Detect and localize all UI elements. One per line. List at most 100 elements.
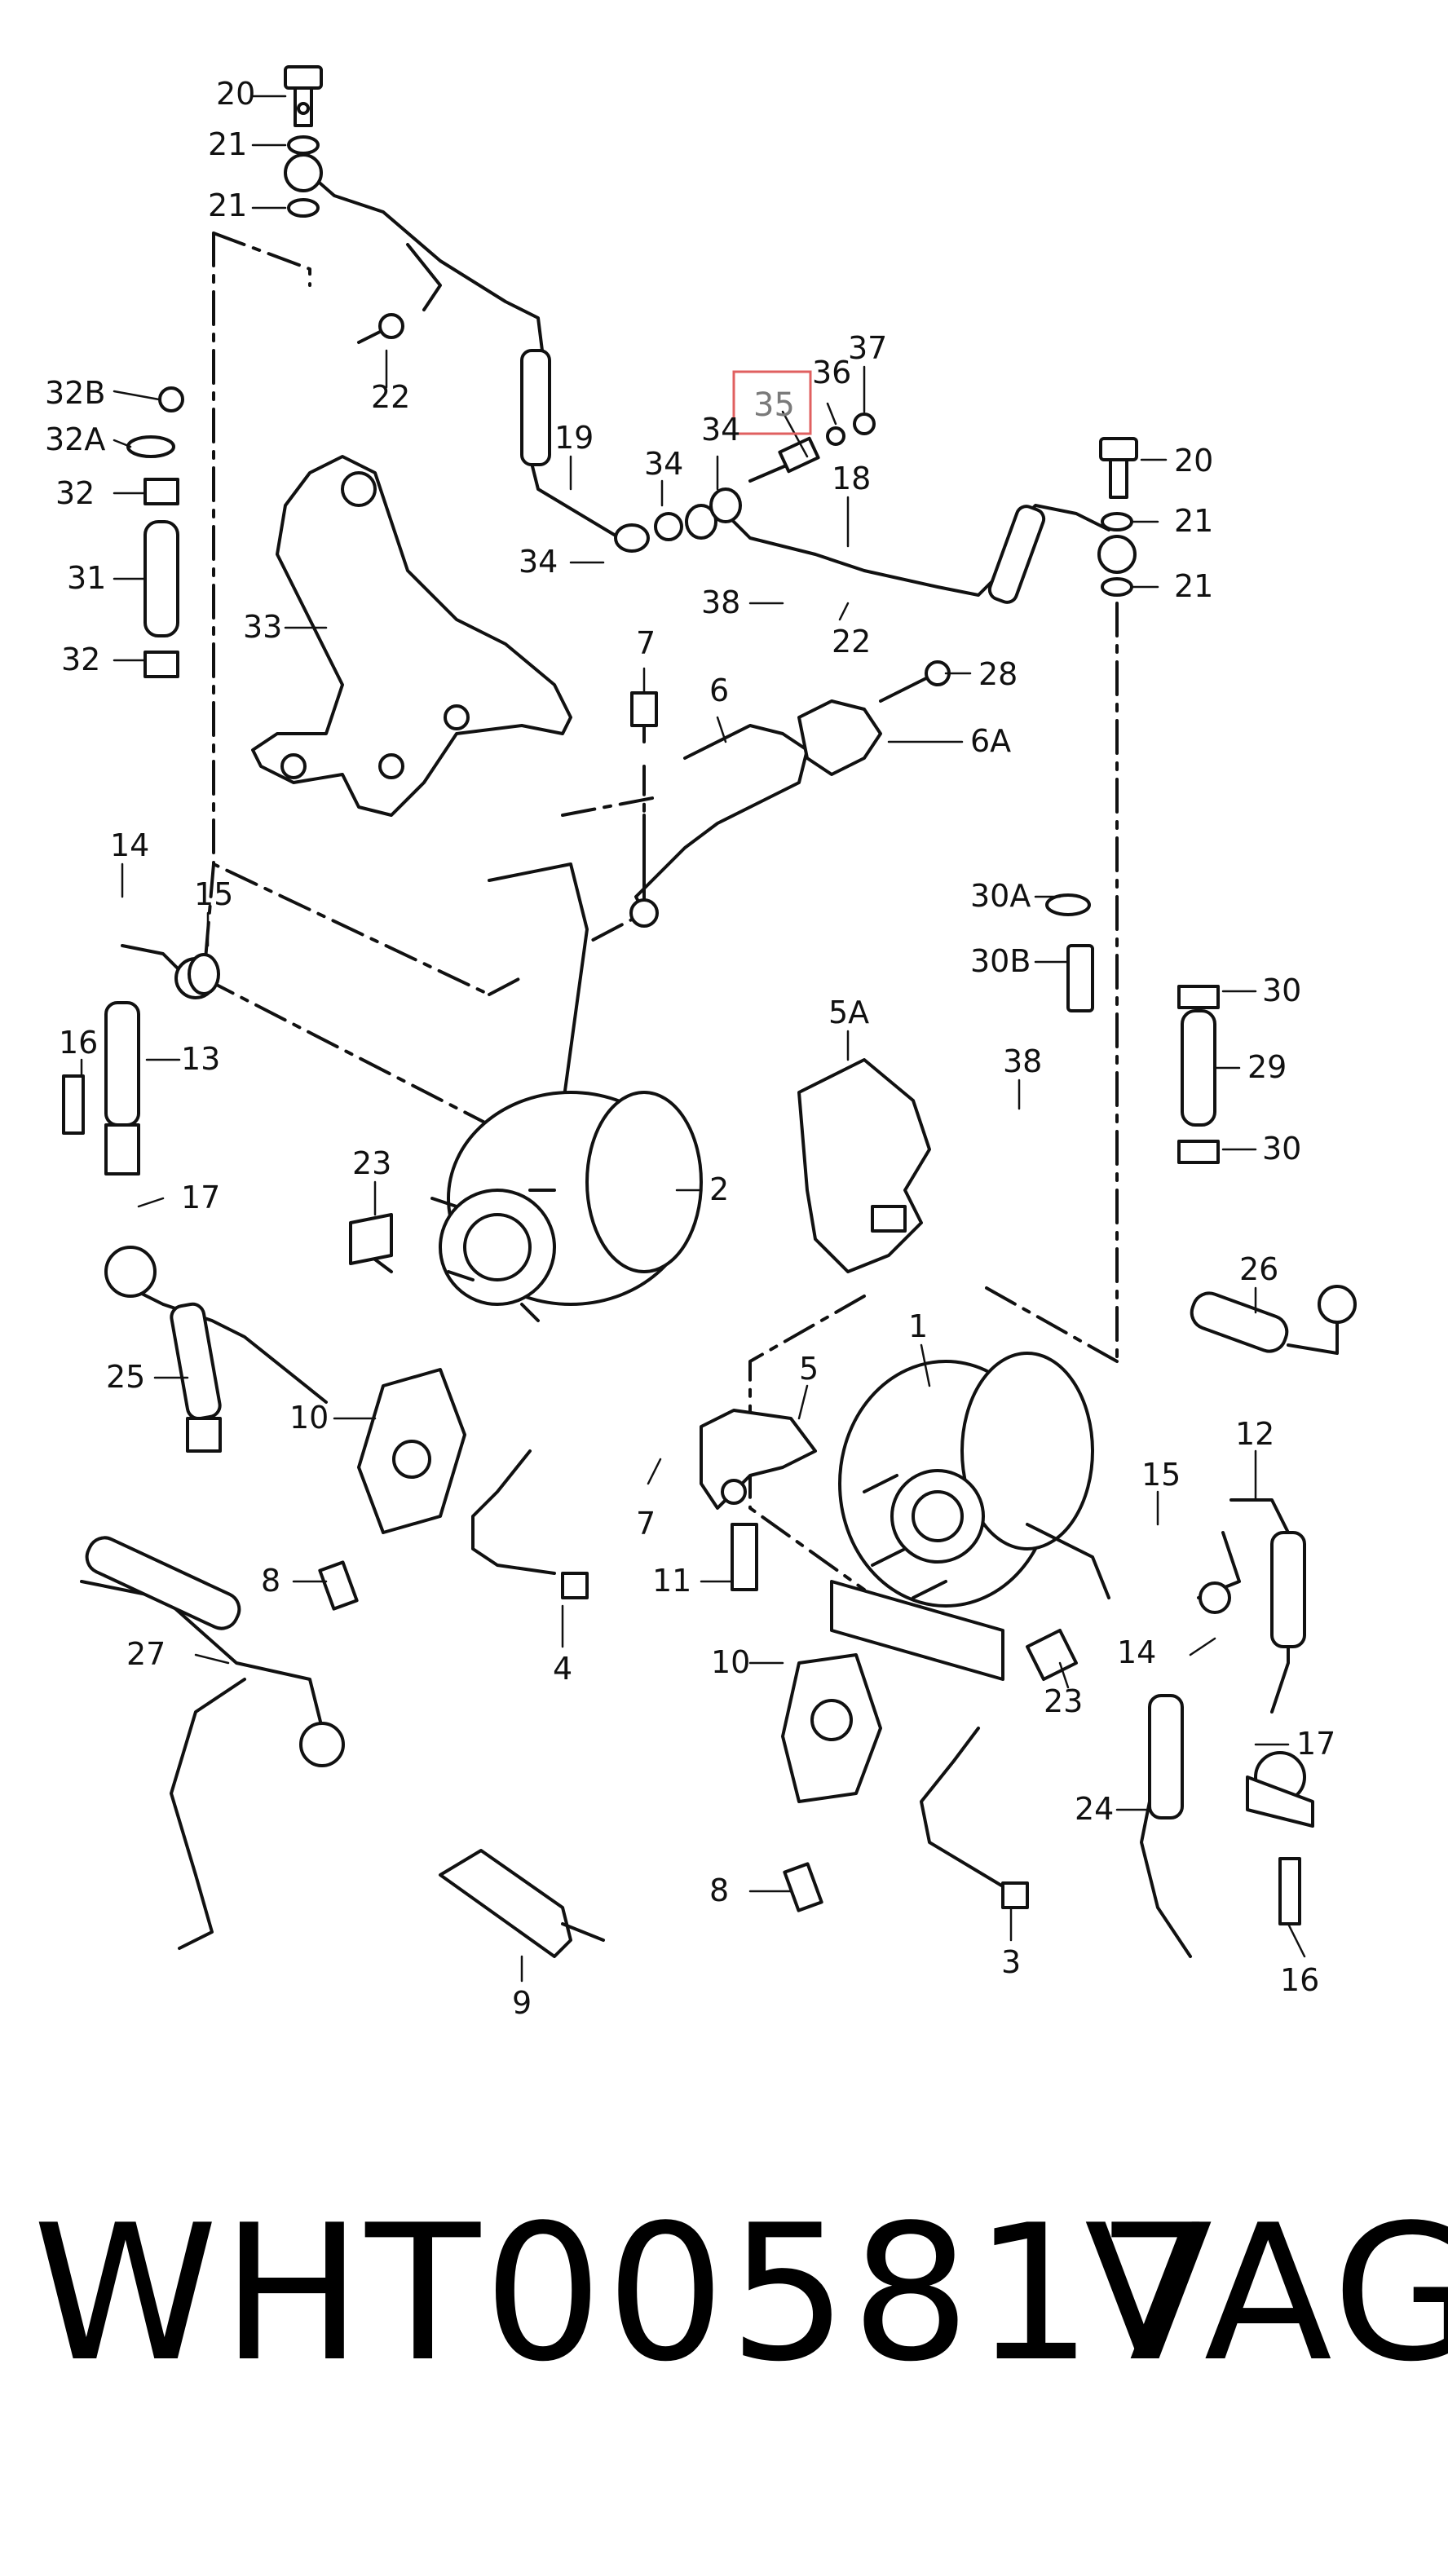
callout-label: 18 — [832, 461, 871, 496]
callout-label: 30 — [1262, 973, 1301, 1008]
callout-label: 26 — [1239, 1251, 1278, 1287]
callout-label: 21 — [208, 187, 247, 223]
turbocharger-1 — [830, 1352, 1110, 1681]
callout-label: 21 — [1174, 568, 1213, 604]
callout-label: 21 — [208, 126, 247, 162]
callout-label: 8 — [709, 1872, 729, 1908]
oil-feed-pipe-19 — [300, 165, 621, 540]
callout-label: 28 — [978, 656, 1018, 692]
callout-label: 38 — [1003, 1043, 1042, 1079]
callout-label: 22 — [371, 379, 410, 415]
callout-label: 20 — [216, 76, 255, 112]
callout-label: 7 — [636, 625, 656, 661]
callout-label: 9 — [512, 1985, 532, 2021]
coolant-hose-31 — [126, 386, 184, 678]
callout-label: 3 — [1001, 1944, 1021, 1980]
callout-label: 25 — [106, 1359, 145, 1395]
coolant-pipe-25 — [104, 1246, 328, 1453]
callout-label: 24 — [1075, 1791, 1114, 1827]
callout-label: 38 — [701, 584, 740, 620]
callout-labels: 20 21 21 22 32B 32A 32 31 32 33 19 34 34… — [45, 76, 1335, 2021]
hose-26 — [1190, 1285, 1357, 1355]
coolant-hose-13 — [104, 944, 220, 1176]
callout-label: 10 — [289, 1400, 329, 1436]
callout-label: 21 — [1174, 503, 1213, 539]
callout-label: 32A — [45, 421, 105, 457]
leader-lines — [80, 95, 1306, 1983]
sensor-4 — [471, 1449, 589, 1599]
callout-label: 17 — [1296, 1726, 1335, 1762]
callout-label: 10 — [711, 1644, 750, 1680]
callout-label: 16 — [1280, 1962, 1319, 1998]
callout-label: 14 — [110, 827, 149, 863]
callout-label: 4 — [553, 1651, 572, 1687]
callout-label: 19 — [554, 420, 594, 456]
oil-pipe-18 — [614, 412, 1110, 604]
callout-label: 8 — [261, 1563, 280, 1599]
hose-29 — [1177, 985, 1220, 1164]
callout-label: 31 — [67, 560, 106, 596]
oil-return-hose-27 — [80, 1536, 345, 1950]
bracket-33 — [251, 455, 572, 817]
callout-label: 36 — [812, 355, 851, 390]
callout-label: 1 — [908, 1308, 928, 1344]
callout-label: 16 — [59, 1025, 98, 1061]
callout-label: 2 — [709, 1171, 729, 1207]
callout-label: 20 — [1174, 443, 1213, 479]
banjo-bolt-20-right — [1097, 437, 1138, 597]
callout-label: 17 — [181, 1180, 220, 1215]
brand-name: VAG — [1084, 2186, 1448, 2403]
bolt-28 — [879, 660, 951, 703]
sealant-tube-9 — [439, 1849, 605, 1958]
part-number: WHT005817 — [33, 2186, 1219, 2403]
callout-label-highlighted: 35 — [753, 386, 795, 424]
callout-label: 34 — [644, 446, 683, 482]
callout-label: 33 — [243, 609, 282, 645]
callout-label: 34 — [519, 544, 558, 580]
heat-shield-5A — [797, 1058, 931, 1273]
highlight-box-35 — [732, 370, 812, 435]
callout-label: 15 — [194, 876, 233, 912]
coolant-hose-24 — [1140, 1694, 1314, 1958]
stud-23-right — [1026, 1629, 1078, 1681]
bolt-8-left — [318, 1560, 359, 1611]
callout-label: 23 — [1044, 1683, 1083, 1719]
stud-23-left — [349, 1213, 393, 1265]
callout-label: 32 — [55, 475, 95, 511]
bolt-8-right — [783, 1862, 823, 1912]
bolt-16-right — [1278, 1857, 1301, 1925]
callout-label: 37 — [848, 330, 887, 366]
callout-label: 13 — [181, 1041, 220, 1077]
bolt-16-left — [62, 1074, 85, 1135]
callout-label: 6A — [970, 723, 1011, 759]
callout-label: 5A — [828, 995, 869, 1030]
bracket-5 — [700, 1409, 817, 1510]
callout-label: 14 — [1117, 1634, 1156, 1670]
coolant-pipe-12 — [1197, 1498, 1306, 1714]
plug-30B — [1045, 893, 1094, 1012]
bracket-6 — [629, 699, 882, 928]
callout-label: 29 — [1247, 1049, 1287, 1085]
callout-label: 11 — [652, 1563, 691, 1599]
parts-diagram: 20 21 21 22 32B 32A 32 31 32 33 19 34 34… — [45, 65, 1357, 2021]
callout-label: 15 — [1141, 1457, 1181, 1493]
callout-label: 5 — [799, 1351, 819, 1387]
callout-label: 32 — [61, 642, 100, 677]
gasket-10-right — [781, 1653, 882, 1803]
callout-label: 30B — [970, 943, 1031, 979]
callout-label: 23 — [352, 1145, 391, 1181]
callout-label: 32B — [45, 375, 105, 411]
callout-label: 6 — [709, 673, 729, 708]
bolt-7-top — [630, 691, 658, 743]
callout-label: 30 — [1262, 1131, 1301, 1167]
turbocharger-2 — [357, 862, 703, 1322]
callout-label: 34 — [701, 412, 740, 448]
sensor-3 — [920, 1727, 1029, 1909]
callout-label: 27 — [126, 1636, 166, 1672]
bolt-22-top — [357, 313, 404, 344]
callout-label: 12 — [1235, 1416, 1274, 1452]
callout-label: 7 — [636, 1506, 656, 1542]
banjo-bolt-20-top — [284, 65, 323, 218]
bolt-11 — [731, 1523, 758, 1591]
callout-label: 22 — [832, 624, 871, 659]
